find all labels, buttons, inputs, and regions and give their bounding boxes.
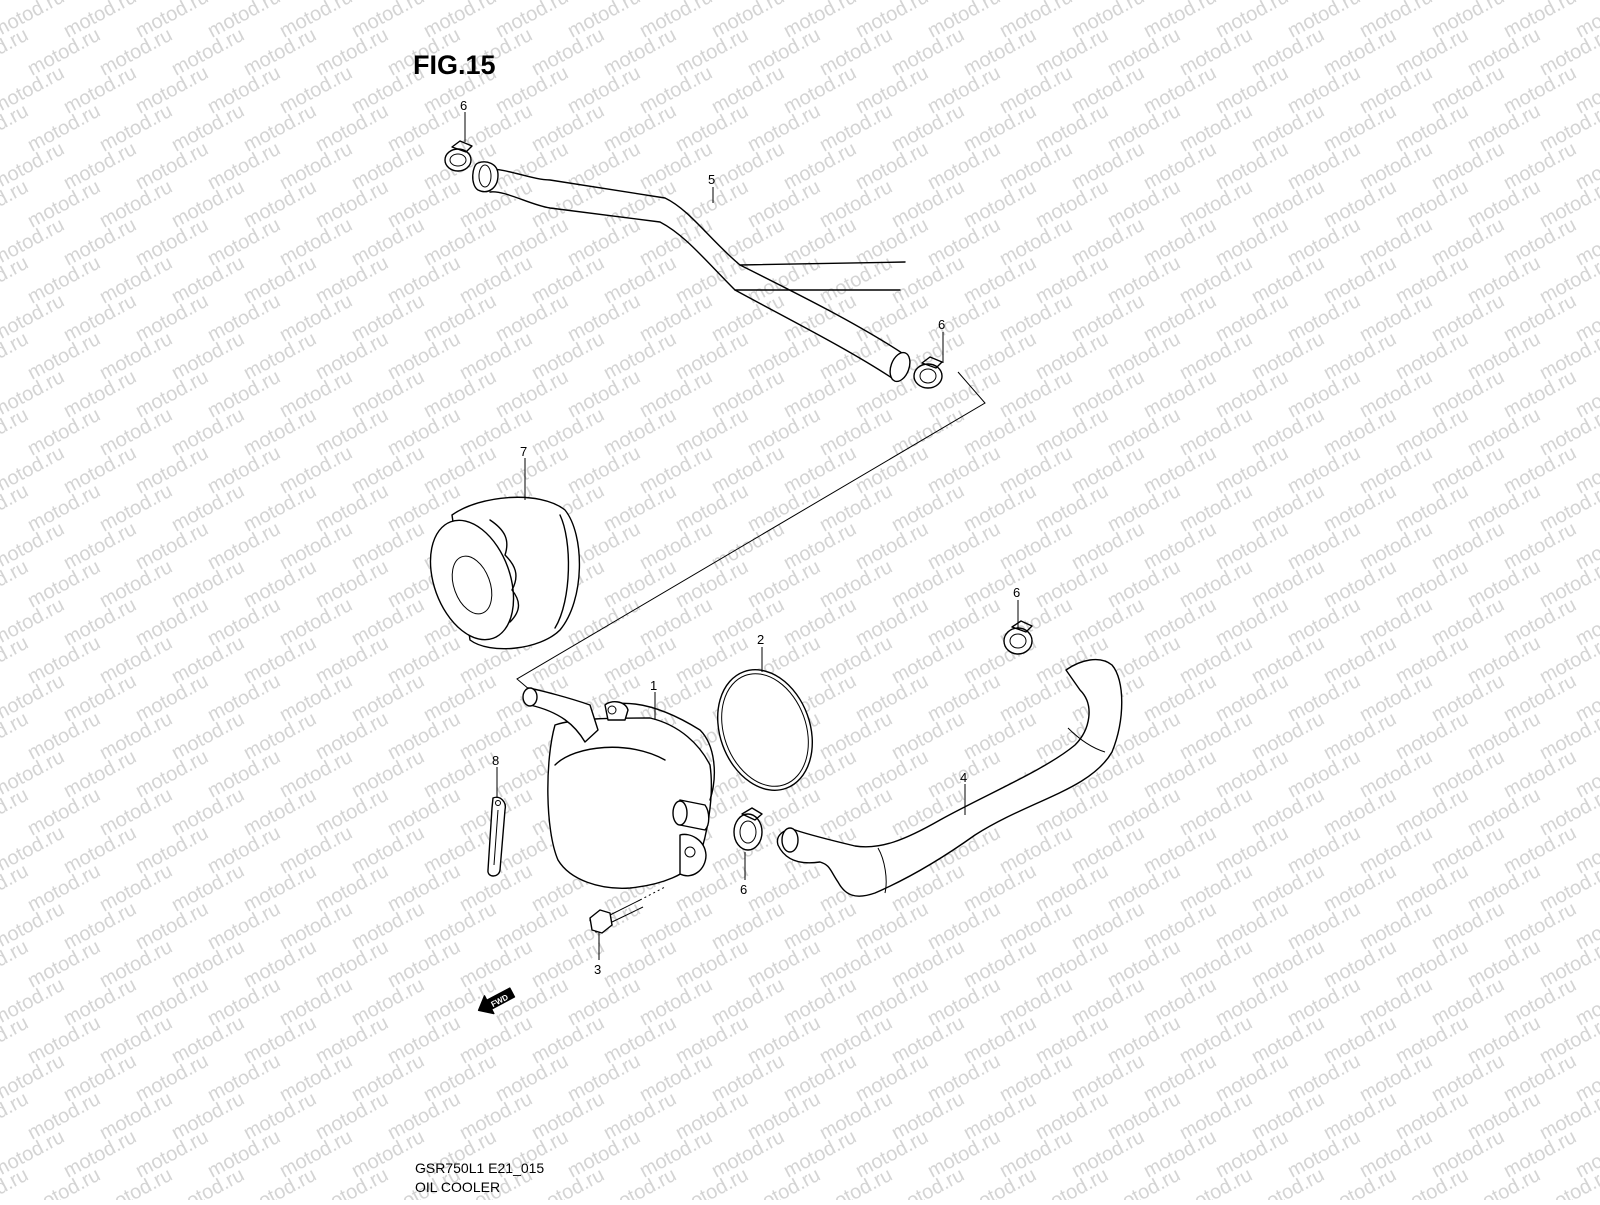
- callout-5: 5: [708, 172, 715, 187]
- callout-6-lower: 6: [740, 882, 747, 897]
- watermark-tile: motod.ru: [0, 936, 32, 992]
- watermark-tile: motod.ru: [0, 784, 32, 840]
- watermark-tile: motod.ru: [0, 632, 32, 688]
- callout-4: 4: [960, 770, 967, 785]
- watermark-tile: motod.ru: [0, 860, 32, 916]
- callout-6-top: 6: [460, 98, 467, 113]
- callout-3: 3: [594, 962, 601, 977]
- watermark-tile: motod.ru: [0, 480, 32, 536]
- watermark-tile: motod.ru: [0, 176, 32, 232]
- callout-1: 1: [650, 678, 657, 693]
- figure-model-code: GSR750L1 E21_015: [415, 1160, 545, 1176]
- figure-title: FIG.15: [413, 50, 496, 80]
- figure-name: OIL COOLER: [415, 1179, 501, 1195]
- watermark-tile: motod.ru: [0, 1012, 32, 1068]
- watermark-tile: motod.ru: [0, 1088, 32, 1144]
- callout-6-right: 6: [1013, 585, 1020, 600]
- watermark-tile: motod.ru: [0, 252, 32, 308]
- watermark-tile: motod.ru: [0, 556, 32, 612]
- watermark-tile: motod.ru: [0, 708, 32, 764]
- watermark-tile: motod.ru: [0, 24, 32, 80]
- oil-cooler-part-1[interactable]: [522, 687, 715, 889]
- watermark-tile: motod.ru: [0, 328, 32, 384]
- callout-7: 7: [520, 444, 527, 459]
- callout-8: 8: [492, 753, 499, 768]
- watermark-tile: motod.ru: [0, 100, 32, 156]
- watermark-tile: motod.ru: [0, 404, 32, 460]
- callout-2: 2: [757, 632, 764, 647]
- callout-6-upper-right: 6: [938, 317, 945, 332]
